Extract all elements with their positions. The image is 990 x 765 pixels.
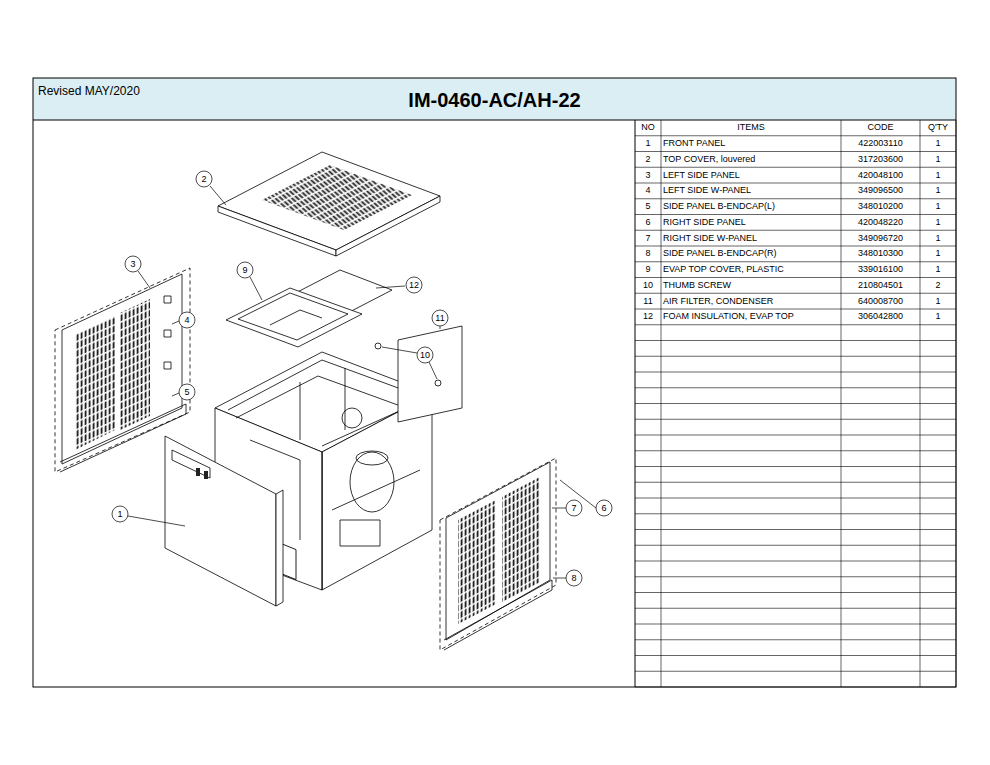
table-cell: 1	[922, 262, 954, 278]
table-cell: 317203600	[843, 152, 918, 168]
table-cell: 9	[637, 262, 659, 278]
thumb-screw	[435, 380, 441, 386]
table-cell: 12	[637, 309, 659, 325]
table-cell: 349096500	[843, 183, 918, 199]
table-cell: 1	[922, 199, 954, 215]
table-cell: 4	[637, 183, 659, 199]
table-cell: 2	[637, 152, 659, 168]
table-cell: RIGHT SIDE W-PANEL	[663, 230, 839, 246]
left-side-panel	[55, 268, 190, 472]
table-cell: FOAM INSULATION, EVAP TOP	[663, 309, 839, 325]
callout-circles	[112, 171, 612, 586]
callout-number: 1	[111, 506, 129, 522]
callout-number: 7	[565, 500, 583, 516]
callout-number: 9	[236, 262, 254, 278]
table-cell: FRONT PANEL	[663, 136, 839, 152]
table-cell: 1	[922, 246, 954, 262]
table-cell: 210804501	[843, 278, 918, 294]
table-cell: 1	[922, 230, 954, 246]
table-cell: 6	[637, 215, 659, 231]
table-cell: 7	[637, 230, 659, 246]
table-header: Q'TY	[922, 120, 954, 136]
table-cell: 422003110	[843, 136, 918, 152]
table-header: NO	[637, 120, 659, 136]
right-side-panel	[440, 458, 556, 650]
table-cell: 420048220	[843, 215, 918, 231]
table-cell: 1	[922, 167, 954, 183]
table-cell: 10	[637, 278, 659, 294]
header-band	[33, 78, 956, 120]
air-filter	[398, 326, 462, 422]
table-cell: 349096720	[843, 230, 918, 246]
callout-number: 3	[124, 256, 142, 272]
table-cell: 640008700	[843, 293, 918, 309]
callout-number: 8	[565, 570, 583, 586]
table-cell: 1	[922, 309, 954, 325]
callout-number: 2	[195, 171, 213, 187]
table-header: CODE	[843, 120, 918, 136]
table-header: ITEMS	[663, 120, 839, 136]
callout-number: 12	[405, 277, 423, 293]
table-cell: 11	[637, 293, 659, 309]
table-cell: 2	[922, 278, 954, 294]
table-cell: 348010200	[843, 199, 918, 215]
table-cell: 1	[637, 136, 659, 152]
table-cell: 5	[637, 199, 659, 215]
table-cell: LEFT SIDE PANEL	[663, 167, 839, 183]
table-grid	[635, 120, 956, 687]
table-cell: LEFT SIDE W-PANEL	[663, 183, 839, 199]
table-cell: 3	[637, 167, 659, 183]
thumb-screw	[375, 343, 381, 349]
table-cell: 8	[637, 246, 659, 262]
table-cell: 1	[922, 215, 954, 231]
callout-number: 10	[416, 347, 434, 363]
table-cell: 1	[922, 183, 954, 199]
revision-note: Revised MAY/2020	[38, 83, 258, 99]
callout-number: 5	[178, 384, 196, 400]
callout-number: 4	[178, 312, 196, 328]
table-cell: THUMB SCREW	[663, 278, 839, 294]
table-cell: 306042800	[843, 309, 918, 325]
table-cell: 1	[922, 136, 954, 152]
callout-number: 11	[431, 310, 449, 326]
table-cell: 1	[922, 293, 954, 309]
callout-number: 6	[595, 500, 613, 516]
page-title: IM-0460-AC/AH-22	[33, 86, 956, 114]
table-cell: 348010300	[843, 246, 918, 262]
front-panel	[165, 436, 276, 606]
page-frame	[33, 78, 956, 687]
table-cell: 420048100	[843, 167, 918, 183]
table-cell: 1	[922, 152, 954, 168]
table-cell: RIGHT SIDE PANEL	[663, 215, 839, 231]
table-cell: SIDE PANEL B-ENDCAP(R)	[663, 246, 839, 262]
evap-top-cover	[226, 288, 362, 347]
table-cell: AIR FILTER, CONDENSER	[663, 293, 839, 309]
table-cell: TOP COVER, louvered	[663, 152, 839, 168]
table-cell: SIDE PANEL B-ENDCAP(L)	[663, 199, 839, 215]
table-cell: 339016100	[843, 262, 918, 278]
top-cover	[218, 152, 440, 250]
table-cell: EVAP TOP COVER, PLASTIC	[663, 262, 839, 278]
